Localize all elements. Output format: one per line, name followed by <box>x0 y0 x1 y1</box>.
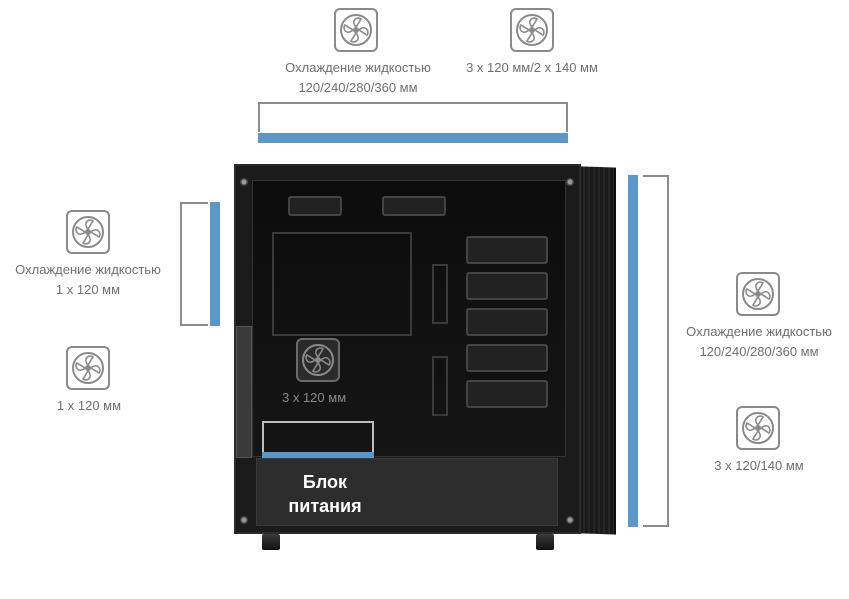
right-liquid-label-line1: Охлаждение жидкостью <box>686 324 832 339</box>
motherboard-cutout <box>272 232 412 336</box>
left-fan-label-text: 1 x 120 мм <box>56 398 122 413</box>
bottom-fan-icon <box>296 338 340 382</box>
fan-icon-graphic <box>72 352 104 384</box>
psu-blue-bar <box>262 452 374 462</box>
left-blue-bar <box>210 202 220 326</box>
drive-bay-3 <box>466 308 548 336</box>
psu-label-line2: питания <box>288 496 362 516</box>
top-blue-bar <box>258 133 568 143</box>
left-liquid-label: Охлаждение жидкостью 1 x 120 мм <box>0 260 176 300</box>
top-bracket <box>258 102 568 132</box>
right-blue-bar <box>628 175 638 527</box>
case-foot-right <box>536 534 554 550</box>
right-liquid-label: Охлаждение жидкостью 120/240/280/360 мм <box>672 322 846 362</box>
top-fan-icon-2 <box>510 8 554 52</box>
top-cable-slot-2 <box>382 196 446 216</box>
right-bracket <box>643 175 669 527</box>
screw-top-left <box>240 178 248 186</box>
fan-icon-graphic <box>742 278 774 310</box>
left-bracket <box>180 202 208 326</box>
cable-cutout-2 <box>432 356 448 416</box>
screw-bottom-left <box>240 516 248 524</box>
left-fan-label: 1 x 120 мм <box>30 396 148 416</box>
drive-bay-2 <box>466 272 548 300</box>
drive-bay-1 <box>466 236 548 264</box>
top-liquid-label: Охлаждение жидкостью 120/240/280/360 мм <box>268 58 448 98</box>
right-fan-icon-1 <box>736 272 780 316</box>
top-fan-label: 3 x 120 мм/2 x 140 мм <box>450 58 614 78</box>
psu-bracket <box>262 421 374 453</box>
bottom-fan-label: 3 x 120 мм <box>282 390 347 405</box>
top-liquid-label-line2: 120/240/280/360 мм <box>298 80 418 95</box>
fan-icon-graphic <box>340 14 372 46</box>
rear-io-panel <box>236 326 252 458</box>
left-fan-icon-1 <box>66 210 110 254</box>
top-fan-label-text: 3 x 120 мм/2 x 140 мм <box>466 60 598 75</box>
left-liquid-label-line1: Охлаждение жидкостью <box>15 262 161 277</box>
top-liquid-label-line1: Охлаждение жидкостью <box>285 60 431 75</box>
left-liquid-label-line2: 1 x 120 мм <box>55 282 121 297</box>
right-fan-label: 3 x 120/140 мм <box>700 456 818 476</box>
right-liquid-label-line2: 120/240/280/360 мм <box>699 344 819 359</box>
screw-top-right <box>566 178 574 186</box>
psu-label: Блок питания <box>270 470 380 518</box>
drive-bay-4 <box>466 344 548 372</box>
right-fan-label-text: 3 x 120/140 мм <box>714 458 804 473</box>
drive-bay-5 <box>466 380 548 408</box>
psu-shroud <box>256 458 558 526</box>
top-cable-slot-1 <box>288 196 342 216</box>
cable-cutout-1 <box>432 264 448 324</box>
fan-icon-graphic <box>516 14 548 46</box>
case-foot-left <box>262 534 280 550</box>
case-front-panel <box>580 166 616 535</box>
left-fan-icon-2 <box>66 346 110 390</box>
fan-icon-graphic <box>742 412 774 444</box>
top-fan-icon-1 <box>334 8 378 52</box>
psu-label-line1: Блок <box>302 472 348 492</box>
right-fan-icon-2 <box>736 406 780 450</box>
fan-icon-graphic <box>72 216 104 248</box>
screw-bottom-right <box>566 516 574 524</box>
fan-icon-graphic <box>302 344 334 376</box>
